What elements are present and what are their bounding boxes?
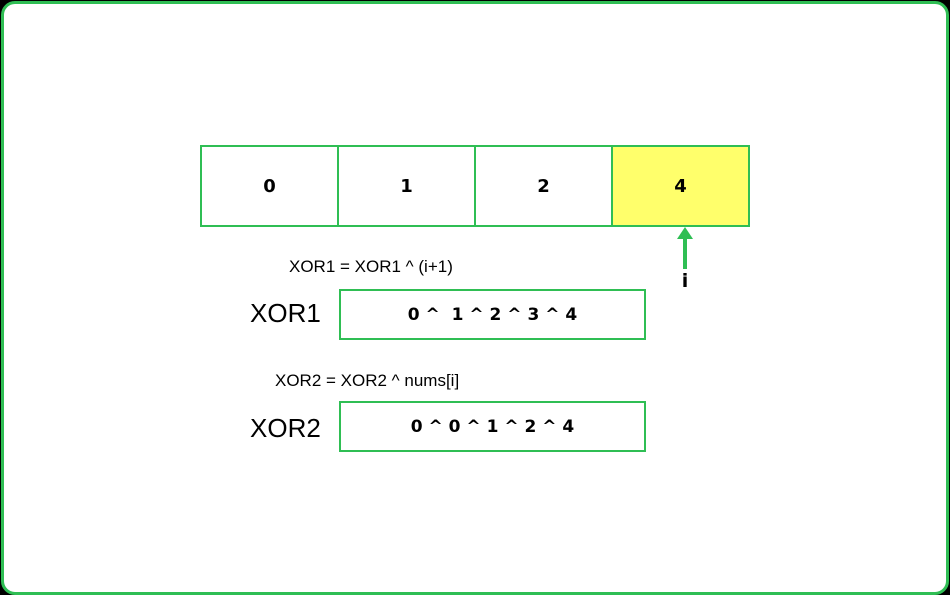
array-cell-2: 2 bbox=[474, 145, 613, 227]
xor1-label: XOR1 bbox=[250, 298, 321, 328]
array-cell-0: 0 bbox=[200, 145, 339, 227]
xor2-value-box: 0 ^ 0 ^ 1 ^ 2 ^ 4 bbox=[339, 401, 646, 452]
xor2-label: XOR2 bbox=[250, 413, 321, 443]
array-cell-1: 1 bbox=[337, 145, 476, 227]
up-arrow-icon bbox=[677, 227, 693, 269]
xor2-formula: XOR2 = XOR2 ^ nums[i] bbox=[275, 371, 460, 390]
index-pointer-label: i bbox=[681, 270, 689, 292]
xor1-value-box: 0 ^ 1 ^ 2 ^ 3 ^ 4 bbox=[339, 289, 646, 340]
array-cell-3-highlighted: 4 bbox=[611, 145, 750, 227]
xor1-formula: XOR1 = XOR1 ^ (i+1) bbox=[289, 257, 453, 276]
array: 0 1 2 4 bbox=[200, 145, 750, 227]
